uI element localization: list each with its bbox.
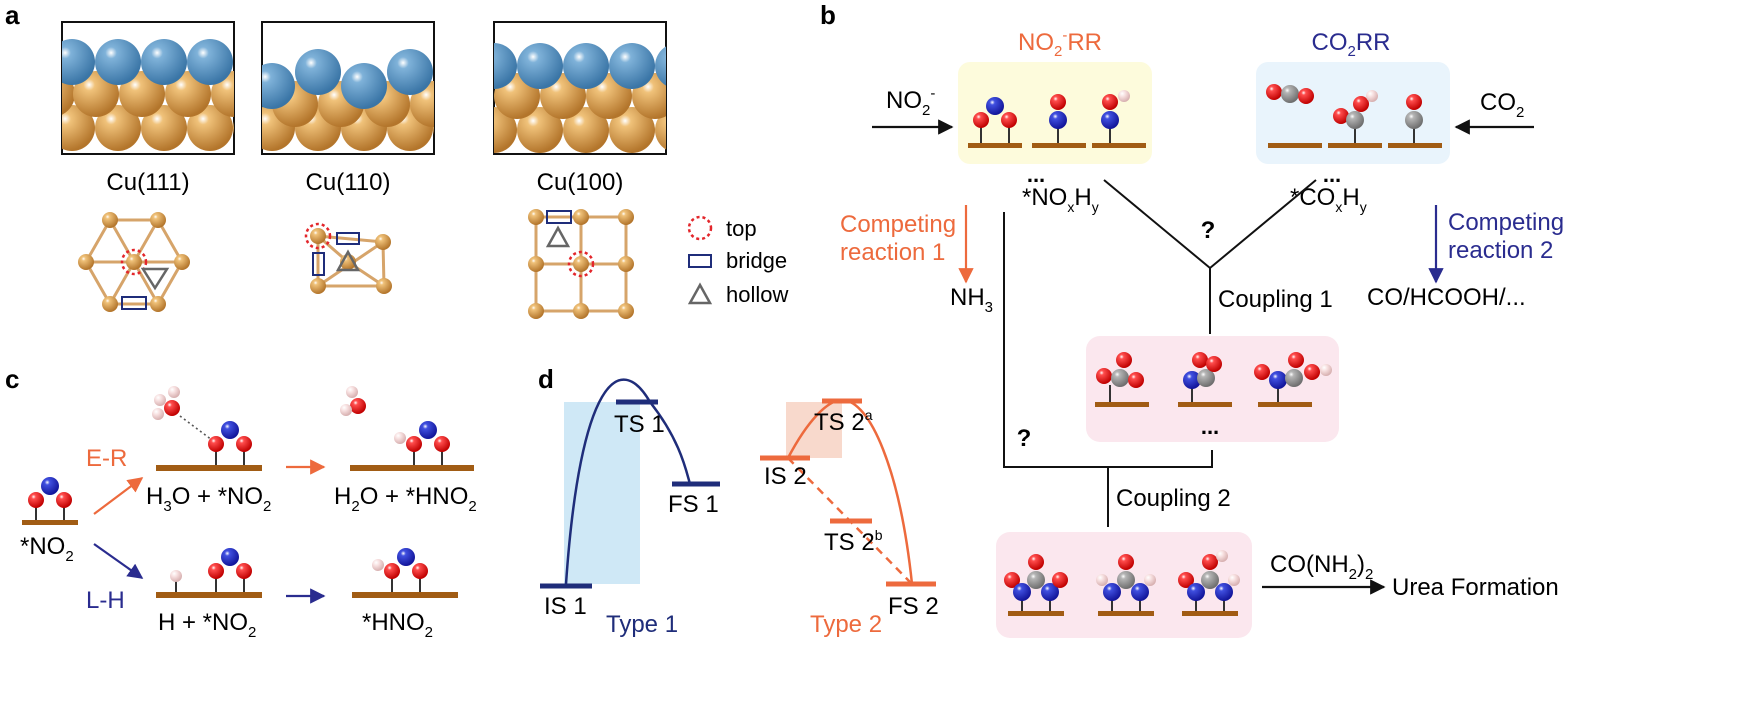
panel-label-b: b (820, 0, 836, 30)
urea-formation-label: Urea Formation (1392, 574, 1559, 601)
site-legend: top bridge hollow (687, 215, 788, 307)
no2rr-title: NO2-RR (1018, 27, 1102, 60)
type1-ts-label: TS 1 (614, 411, 665, 438)
facet-label-cu100: Cu(100) (537, 169, 624, 196)
urea-product-label: CO(NH2)2 (1270, 551, 1373, 583)
lh-right-label: *HNO2 (362, 609, 433, 641)
panel-label-a: a (5, 0, 20, 30)
lh-mechanism-label: L-H (86, 587, 125, 614)
competing-reaction-2-line2: reaction 2 (1448, 237, 1553, 264)
coupled-intermediates (1095, 352, 1332, 407)
er-right-structure (340, 386, 474, 471)
lattice-cu111-atoms (78, 212, 190, 312)
reactant-no2 (22, 477, 78, 525)
no2rr-intermediates (968, 90, 1146, 148)
no2rr-ellipsis: ... (1027, 162, 1045, 187)
type2-tsb-label: TS 2b (824, 527, 883, 556)
competing-reaction-1-line2: reaction 1 (840, 239, 945, 266)
facet-label-cu110: Cu(110) (306, 169, 391, 196)
type1-shaded-region (564, 402, 640, 584)
coupling-2-label: Coupling 2 (1116, 485, 1231, 512)
type1-name: Type 1 (606, 611, 678, 638)
coupling-1-question: ? (1201, 217, 1216, 244)
legend-top-label: top (726, 216, 757, 241)
legend-hollow-marker (687, 282, 713, 305)
er-mechanism-label: E-R (86, 445, 127, 472)
urea-precursors (1004, 550, 1240, 616)
lattice-cu110-atoms (304, 222, 392, 294)
type1-fs-label: FS 1 (668, 491, 719, 518)
type2-fs-label: FS 2 (888, 593, 939, 620)
nox-species-label: *NOxHy (1022, 184, 1099, 215)
no2-input-label: NO2- (886, 85, 935, 119)
er-left-label: H3O + *NO2 (146, 483, 271, 515)
cox-species-label: *COxHy (1290, 184, 1367, 215)
er-left-structure (152, 386, 262, 471)
slab-cu111 (61, 21, 235, 155)
coupled-ellipsis: ... (1201, 414, 1219, 439)
coupling-2-question: ? (1017, 425, 1032, 452)
reactant-no2-label: *NO2 (20, 533, 74, 565)
type1-is-label: IS 1 (544, 593, 587, 620)
lh-branch-arrow (93, 543, 144, 579)
panel-label-d: d (538, 364, 554, 394)
lh-right-structure (352, 548, 458, 598)
type1-energy-curve (564, 378, 692, 585)
nh3-label: NH3 (950, 284, 993, 316)
co2rr-ellipsis: ... (1323, 162, 1341, 187)
coupled-intermediates-box (1086, 336, 1339, 442)
co2-input-label: CO2 (1480, 89, 1524, 121)
competing-reaction-2-line1: Competing (1448, 209, 1564, 236)
co-products-label: CO/HCOOH/... (1367, 284, 1526, 311)
legend-bridge-marker (688, 254, 712, 268)
lattice-cu100-atoms (528, 209, 634, 319)
co2rr-title: CO2RR (1311, 29, 1390, 60)
competing-reaction-1-line1: Competing (840, 211, 956, 238)
lh-left-label: H + *NO2 (158, 609, 256, 641)
type2-shaded-region (786, 402, 842, 458)
type2-tsa-label: TS 2a (814, 407, 873, 436)
type2-is-label: IS 2 (764, 463, 807, 490)
legend-hollow-label: hollow (726, 282, 788, 307)
co2rr-intermediates (1266, 84, 1442, 148)
legend-bridge-label: bridge (726, 248, 787, 273)
er-right-label: H2O + *HNO2 (334, 483, 477, 515)
slab-cu110 (261, 21, 435, 155)
facet-label-cu111: Cu(111) (106, 169, 189, 196)
coupling-1-label: Coupling 1 (1218, 286, 1333, 313)
legend-top-marker (687, 215, 713, 241)
lh-left-structure (156, 548, 262, 598)
type2-name: Type 2 (810, 611, 882, 638)
slab-cu100 (493, 21, 667, 155)
er-branch-arrow (93, 477, 144, 515)
panel-label-c: c (5, 364, 19, 394)
